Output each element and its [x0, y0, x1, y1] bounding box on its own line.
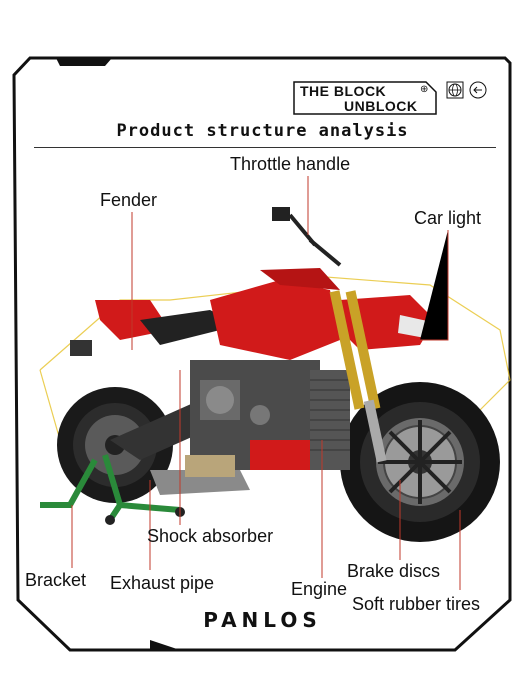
- label-soft-rubber-tires: Soft rubber tires: [352, 594, 481, 614]
- back-arrow-icon: [469, 81, 487, 99]
- brand-line1: THE BLOCK: [300, 83, 387, 99]
- plus-icon: ⊕: [420, 84, 429, 95]
- globe-icon: [446, 81, 464, 99]
- page-title: Product structure analysis: [116, 121, 409, 141]
- brand-badge: THE BLOCK ⊕ UNBLOCK: [292, 80, 438, 116]
- label-exhaust-pipe: Exhaust pipe: [110, 573, 215, 593]
- title-divider: [34, 147, 496, 148]
- brand-line2: UNBLOCK: [344, 98, 418, 114]
- footer-logo: PANLOS: [203, 608, 322, 632]
- label-throttle-handle: Throttle handle: [230, 154, 351, 174]
- label-brake-discs: Brake discs: [347, 561, 441, 581]
- label-car-light: Car light: [414, 208, 482, 228]
- label-shock-absorber: Shock absorber: [147, 526, 274, 546]
- label-bracket: Bracket: [25, 570, 87, 590]
- label-fender: Fender: [100, 190, 158, 210]
- label-engine: Engine: [291, 579, 348, 599]
